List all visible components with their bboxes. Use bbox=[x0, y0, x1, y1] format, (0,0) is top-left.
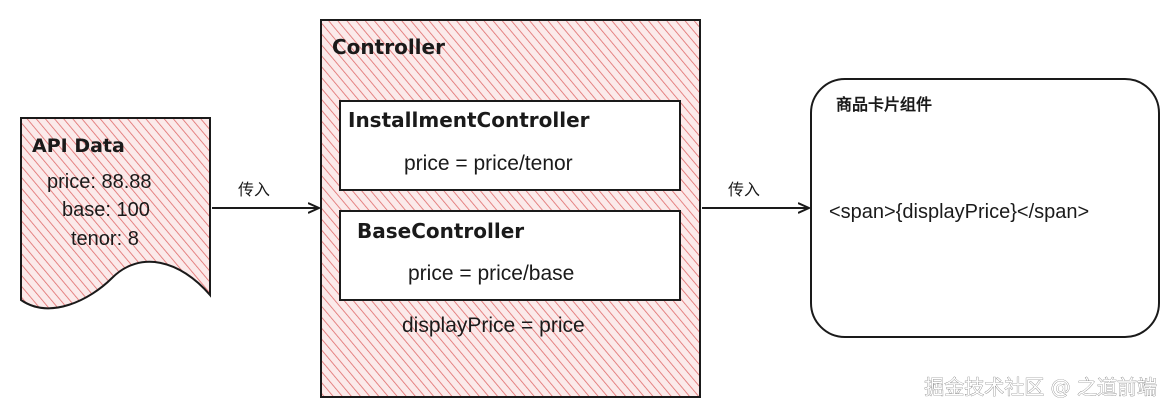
left-arrow-label: 传入 bbox=[238, 180, 270, 199]
api-data-document-shape bbox=[20, 117, 211, 310]
product-card-content: <span>{displayPrice}</span> bbox=[829, 201, 1089, 223]
product-card-box bbox=[810, 78, 1160, 338]
controller-box bbox=[320, 19, 701, 398]
controller-node: Controller InstallmentController price =… bbox=[320, 19, 701, 398]
right-arrow: 传入 bbox=[702, 180, 808, 208]
base-controller-box bbox=[339, 210, 681, 301]
right-arrow-label: 传入 bbox=[728, 180, 760, 199]
controller-footer: displayPrice = price bbox=[402, 314, 585, 337]
base-controller-title: BaseController bbox=[357, 219, 524, 243]
installment-controller-title: InstallmentController bbox=[348, 108, 590, 132]
base-controller-formula: price = price/base bbox=[408, 262, 574, 285]
api-data-line-price: price: 88.88 bbox=[47, 171, 152, 193]
api-data-line-tenor: tenor: 8 bbox=[71, 228, 139, 250]
product-card-title: 商品卡片组件 bbox=[836, 95, 932, 114]
watermark-text: 掘金技术社区 @ 之道前端 bbox=[924, 375, 1157, 399]
api-data-node: API Data price: 88.88 base: 100 tenor: 8 bbox=[20, 117, 211, 310]
base-controller: BaseController price = price/base bbox=[339, 210, 681, 301]
installment-controller-formula: price = price/tenor bbox=[404, 152, 573, 175]
controller-title: Controller bbox=[332, 35, 445, 59]
installment-controller: InstallmentController price = price/teno… bbox=[339, 100, 681, 191]
api-data-title: API Data bbox=[32, 135, 125, 157]
installment-controller-box bbox=[339, 100, 681, 191]
left-arrow: 传入 bbox=[212, 180, 318, 208]
product-card-node: 商品卡片组件 <span>{displayPrice}</span> bbox=[810, 78, 1160, 338]
api-data-line-base: base: 100 bbox=[62, 199, 150, 221]
